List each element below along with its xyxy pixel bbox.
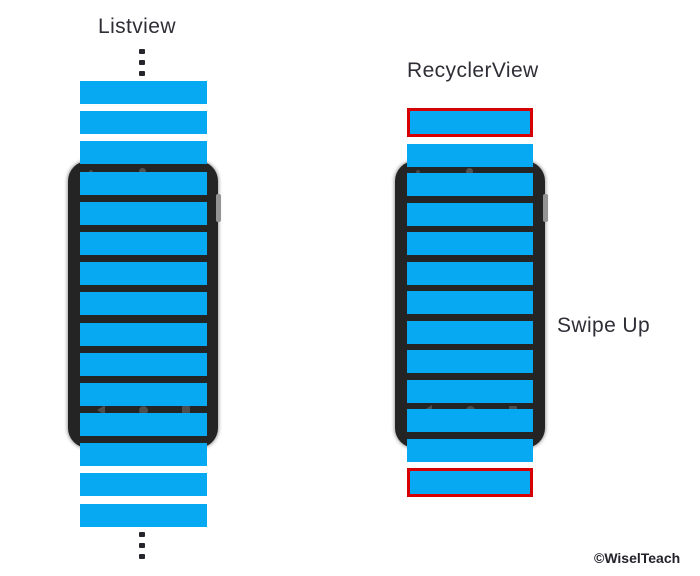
proximity-sensor-icon <box>416 170 420 174</box>
list-item <box>80 382 207 406</box>
front-camera-icon <box>139 168 146 175</box>
list-item <box>80 81 207 104</box>
dot-icon <box>139 71 145 76</box>
dot-icon <box>139 49 145 54</box>
list-item <box>80 503 207 527</box>
android-navbar <box>68 405 218 415</box>
list-item <box>80 413 207 437</box>
list-item <box>80 352 207 376</box>
recycled-list-item <box>407 468 533 497</box>
list-item <box>80 473 207 497</box>
recycled-list-item <box>407 108 533 137</box>
list-item <box>407 409 533 432</box>
list-item <box>80 201 207 225</box>
dot-icon <box>139 60 145 65</box>
list-item <box>407 291 533 314</box>
front-camera-icon <box>466 168 473 175</box>
list-item <box>407 202 533 226</box>
list-item <box>407 379 533 403</box>
swipe-up-label: Swipe Up <box>557 314 651 337</box>
ellipsis-top-icon <box>139 49 145 76</box>
recyclerview-items <box>407 108 533 497</box>
dot-icon <box>139 532 145 537</box>
list-item <box>80 141 207 165</box>
list-item <box>407 438 533 462</box>
list-item <box>80 322 207 346</box>
list-item <box>80 171 207 195</box>
recyclerview-title: RecyclerView <box>407 59 539 82</box>
list-item <box>407 232 533 255</box>
power-button <box>543 194 548 222</box>
list-item <box>407 320 533 344</box>
list-item <box>407 350 533 373</box>
list-item <box>80 111 207 135</box>
listview-items <box>80 81 207 527</box>
list-item <box>407 261 533 285</box>
list-item <box>80 292 207 316</box>
list-item <box>80 443 207 467</box>
back-icon <box>96 405 105 415</box>
power-button <box>216 194 221 222</box>
home-icon <box>138 405 148 415</box>
recents-icon <box>181 406 190 414</box>
dot-icon <box>139 554 145 559</box>
list-item <box>407 143 533 167</box>
list-item <box>80 262 207 286</box>
list-item <box>80 231 207 255</box>
watermark: ©WiselTeach <box>594 550 681 566</box>
list-item <box>407 173 533 196</box>
ellipsis-bottom-icon <box>139 532 145 559</box>
listview-title: Listview <box>98 15 176 38</box>
dot-icon <box>139 543 145 548</box>
